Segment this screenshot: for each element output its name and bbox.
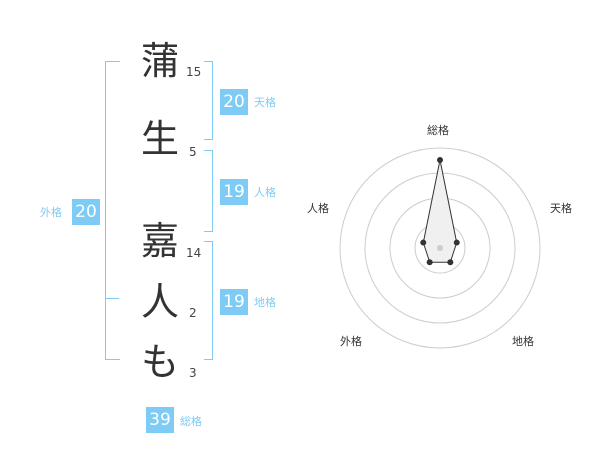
name-char-3: 嘉 [140,219,179,263]
tenkaku-badge: 20 [220,89,248,115]
radar-point [426,259,433,266]
radar-axis-label-tenkaku: 天格 [550,202,572,215]
jinkaku-bracket [204,150,213,232]
radar-axis-label-gaikaku: 外格 [340,335,362,348]
radar-point [437,157,443,163]
stroke-count-4: 2 [189,306,197,320]
soukaku-label: 総格 [180,415,202,428]
chikaku-label: 地格 [254,296,276,309]
stroke-count-1: 15 [186,65,202,79]
stroke-count-3: 14 [186,246,202,260]
gaikaku-bracket-tick [105,298,119,299]
chikaku-badge: 19 [220,289,248,315]
radar-center [437,245,443,251]
gaikaku-badge: 20 [72,199,100,225]
radar-point [453,239,460,246]
radar-ring [339,147,541,349]
name-char-1: 蒲 [140,39,179,83]
radar-polygon [422,159,458,263]
radar-axis-label-chikaku: 地格 [512,335,534,348]
soukaku-badge: 39 [146,407,174,433]
tenkaku-label: 天格 [254,96,276,109]
name-char-5: も [140,340,179,384]
stroke-count-2: 5 [189,145,197,159]
jinkaku-badge: 19 [220,179,248,205]
name-char-2: 生 [140,117,179,161]
gaikaku-bracket [105,61,120,360]
radar-point [447,259,454,266]
jinkaku-label: 人格 [254,186,276,199]
radar-axis-label-soukaku: 総格 [427,124,449,137]
gaikaku-label: 外格 [40,206,62,219]
radar-point [420,239,427,246]
radar-axis-label-jinkaku: 人格 [307,202,329,215]
name-char-4: 人 [140,280,179,324]
stroke-count-5: 3 [189,366,197,380]
chikaku-bracket [204,241,213,360]
tenkaku-bracket [204,61,213,140]
